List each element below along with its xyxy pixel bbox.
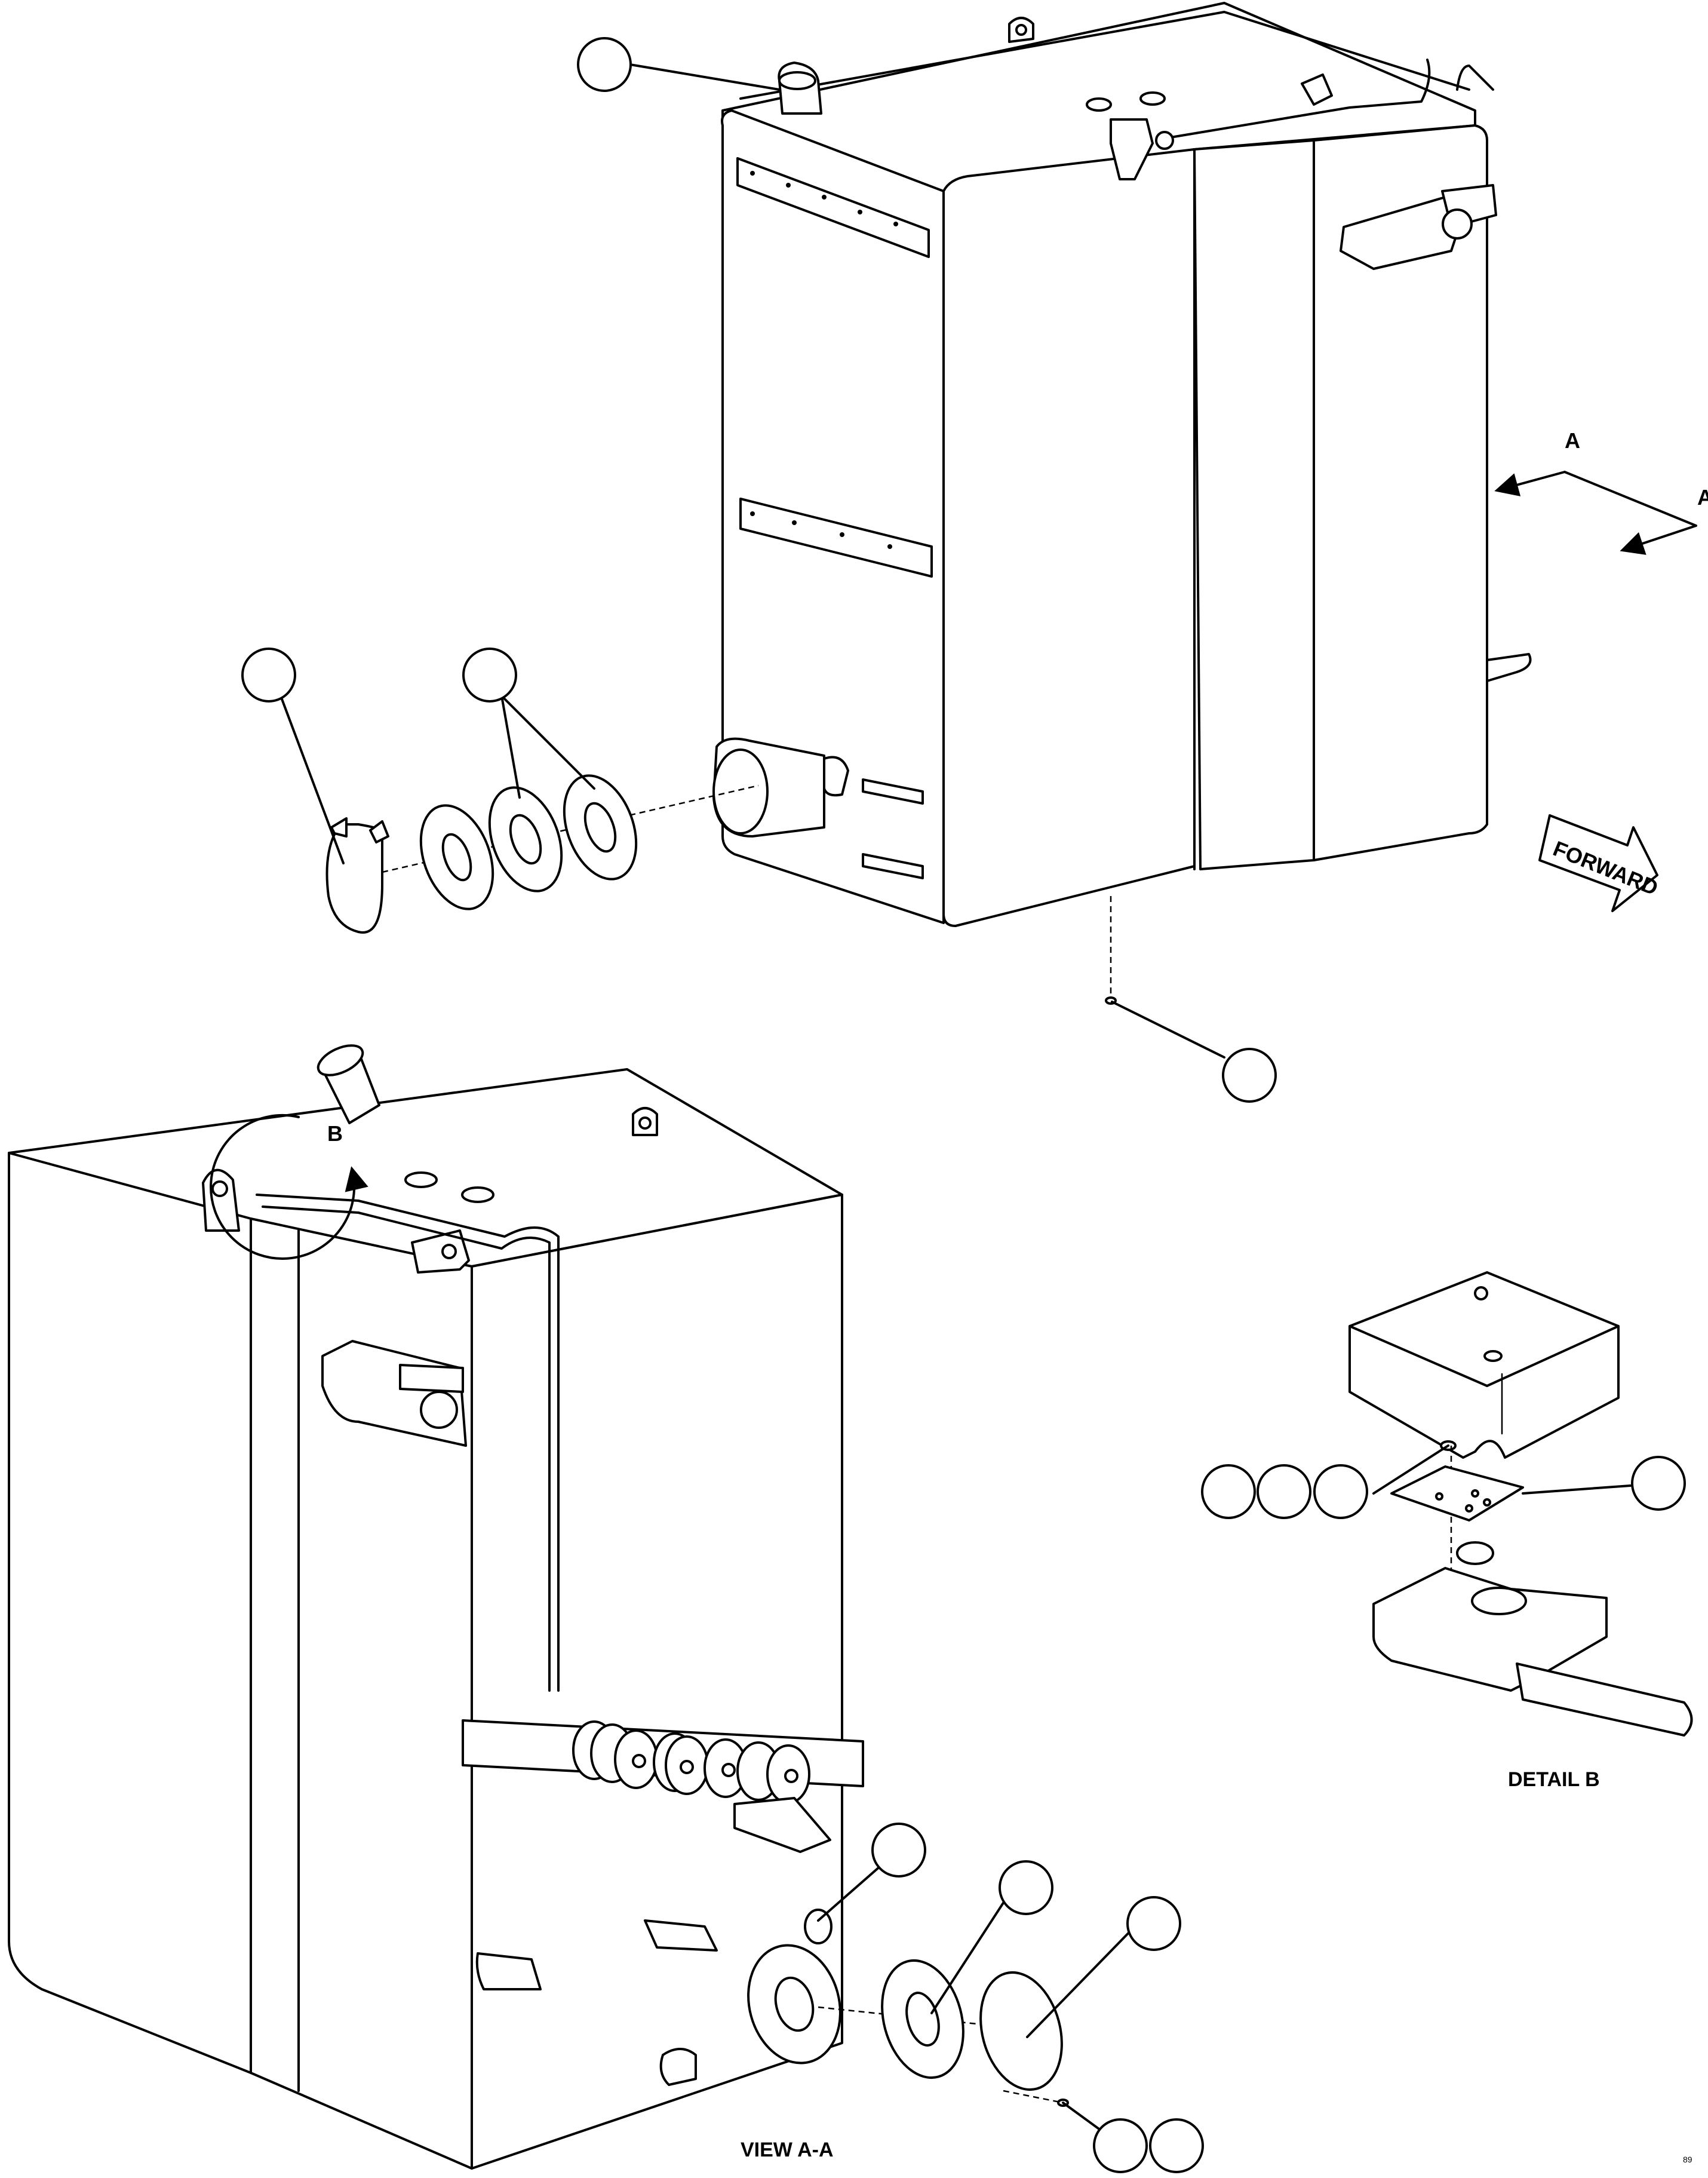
top-sender-parts [325, 774, 759, 934]
callout-balloon [1149, 2118, 1204, 2173]
forward-arrow: FORWARD [1538, 814, 1661, 912]
section-arrows: A A [1494, 428, 1708, 555]
tank-top-view [712, 2, 1532, 1005]
bottom-sender-parts [818, 1959, 1069, 2107]
strap-isolators [572, 1720, 810, 1804]
detail-b-assembly [1348, 1271, 1693, 1737]
detail-b-caption: DETAIL B [1508, 1768, 1600, 1791]
callout-balloon [1222, 1048, 1277, 1103]
callout-balloon [1257, 1464, 1311, 1519]
callouts [241, 37, 1686, 2173]
callout-balloon [241, 648, 296, 703]
callout-balloon [462, 648, 517, 703]
tank-view-a-a [8, 1044, 864, 2170]
section-label-a-bottom: A [1697, 485, 1708, 510]
callout-balloon [1093, 2118, 1148, 2173]
detail-ref-label: B [327, 1121, 343, 1146]
callout-balloon [1201, 1464, 1256, 1519]
callout-balloon [1631, 1456, 1686, 1511]
callout-balloon [871, 1823, 926, 1878]
rail-bolts [750, 171, 898, 549]
callout-balloon [577, 37, 632, 92]
detail-b-indicator: B [210, 1113, 368, 1260]
view-a-a-caption: VIEW A-A [741, 2139, 834, 2161]
section-label-a-top: A [1565, 428, 1580, 453]
callout-balloon [999, 1860, 1053, 1915]
callout-balloon [1126, 1896, 1181, 1951]
sheet-code: 89 [1683, 2155, 1692, 2164]
callout-balloon [1313, 1464, 1368, 1519]
